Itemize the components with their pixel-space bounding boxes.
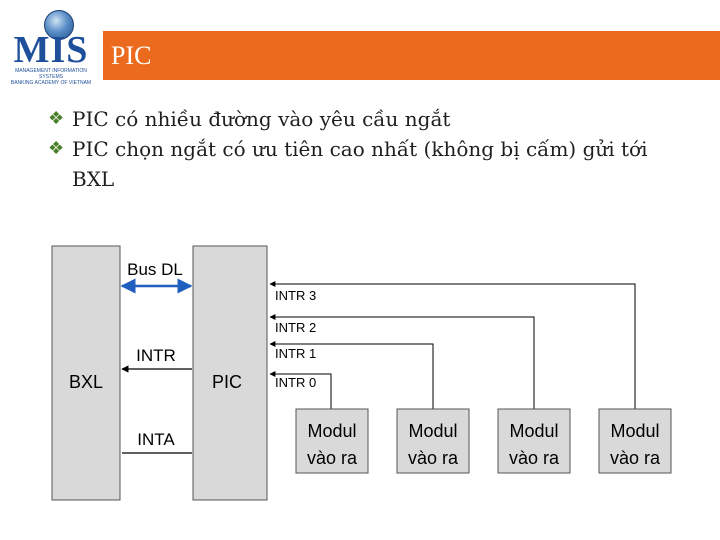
- svg-text:vào ra: vào ra: [307, 448, 358, 468]
- bullet-item: ❖ PIC có nhiều đường vào yêu cầu ngắt: [48, 104, 688, 134]
- intr1-line: [269, 341, 434, 409]
- intr-label: INTR: [136, 346, 176, 365]
- svg-text:vào ra: vào ra: [610, 448, 661, 468]
- svg-text:Modul: Modul: [307, 421, 356, 441]
- bullet-text: PIC có nhiều đường vào yêu cầu ngắt: [72, 107, 451, 131]
- io-module-2: Modul vào ra: [497, 408, 571, 474]
- pic-block: [192, 245, 268, 501]
- slide-title: PIC: [111, 41, 152, 70]
- intr3-line: [269, 281, 636, 409]
- svg-text:vào ra: vào ra: [408, 448, 459, 468]
- io-module-1: Modul vào ra: [396, 408, 470, 474]
- logo-brand: MIS: [13, 29, 89, 71]
- intr1-label: INTR 1: [275, 346, 316, 361]
- bullet-item: ❖ PIC chọn ngắt có ưu tiên cao nhất (khô…: [48, 134, 688, 194]
- intr2-line: [269, 314, 535, 409]
- svg-text:vào ra: vào ra: [509, 448, 560, 468]
- svg-text:Modul: Modul: [408, 421, 457, 441]
- svg-text:Modul: Modul: [509, 421, 558, 441]
- inta-label: INTA: [137, 430, 175, 449]
- io-module-0: Modul vào ra: [295, 408, 369, 474]
- bxl-label: BXL: [69, 372, 103, 392]
- interrupt-diagram: BXL PIC Bus DL INTR INTA INTR 3 INTR 2 I…: [51, 245, 672, 501]
- svg-text:Modul: Modul: [610, 421, 659, 441]
- logo-subtitle: MANAGEMENT INFORMATION SYSTEMS BANKING A…: [10, 68, 92, 86]
- intr0-line: [269, 371, 332, 409]
- diamond-bullet-icon: ❖: [48, 108, 65, 129]
- intr0-label: INTR 0: [275, 375, 316, 390]
- diamond-bullet-icon: ❖: [48, 138, 65, 159]
- mis-logo: MIS MANAGEMENT INFORMATION SYSTEMS BANKI…: [4, 8, 98, 86]
- bullet-list: ❖ PIC có nhiều đường vào yêu cầu ngắt ❖ …: [48, 104, 688, 194]
- io-module-3: Modul vào ra: [598, 408, 672, 474]
- intr3-label: INTR 3: [275, 288, 316, 303]
- bxl-block: [51, 245, 121, 501]
- bus-label: Bus DL: [127, 260, 183, 279]
- intr2-label: INTR 2: [275, 320, 316, 335]
- globe-icon: [44, 10, 74, 40]
- pic-label: PIC: [212, 372, 242, 392]
- bullet-text: PIC chọn ngắt có ưu tiên cao nhất (không…: [72, 137, 648, 191]
- header-bar: PIC: [103, 31, 720, 80]
